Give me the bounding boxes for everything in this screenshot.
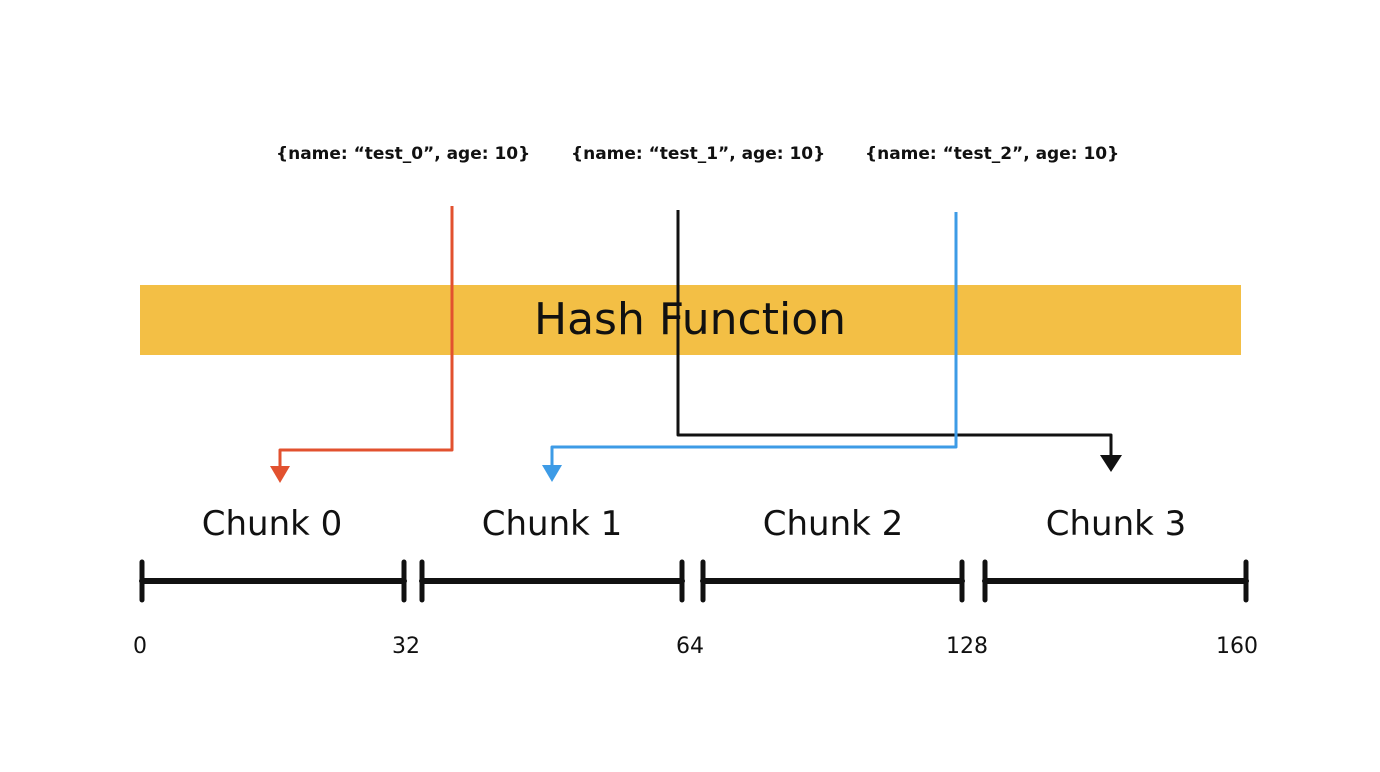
hash-function-label: Hash Function — [534, 294, 846, 345]
boundary-label-1: 32 — [392, 634, 420, 659]
arrow-head-1 — [1100, 455, 1122, 472]
boundary-label-2: 64 — [676, 634, 704, 659]
chunk-label-0: Chunk 0 — [201, 504, 343, 544]
arrow-head-2 — [542, 465, 562, 482]
routing-arrows — [270, 206, 1122, 483]
arrow-line-0 — [278, 206, 454, 466]
record-label-test-0: {name: “test_0”, age: 10} — [276, 144, 531, 164]
record-label-test-2: {name: “test_2”, age: 10} — [865, 144, 1120, 164]
chunk-ruler — [139, 559, 1249, 603]
hash-function-band — [140, 285, 1241, 355]
boundary-label-0: 0 — [133, 634, 147, 659]
boundary-label-4: 160 — [1216, 634, 1258, 659]
boundary-label-3: 128 — [946, 634, 988, 659]
chunk-label-1: Chunk 1 — [481, 504, 623, 544]
chunk-label-2: Chunk 2 — [762, 504, 904, 544]
chunk-label-3: Chunk 3 — [1045, 504, 1187, 544]
arrow-head-0 — [270, 466, 290, 483]
arrow-line-1 — [676, 210, 1113, 455]
arrow-line-2 — [550, 212, 958, 465]
record-label-test-1: {name: “test_1”, age: 10} — [571, 144, 826, 164]
